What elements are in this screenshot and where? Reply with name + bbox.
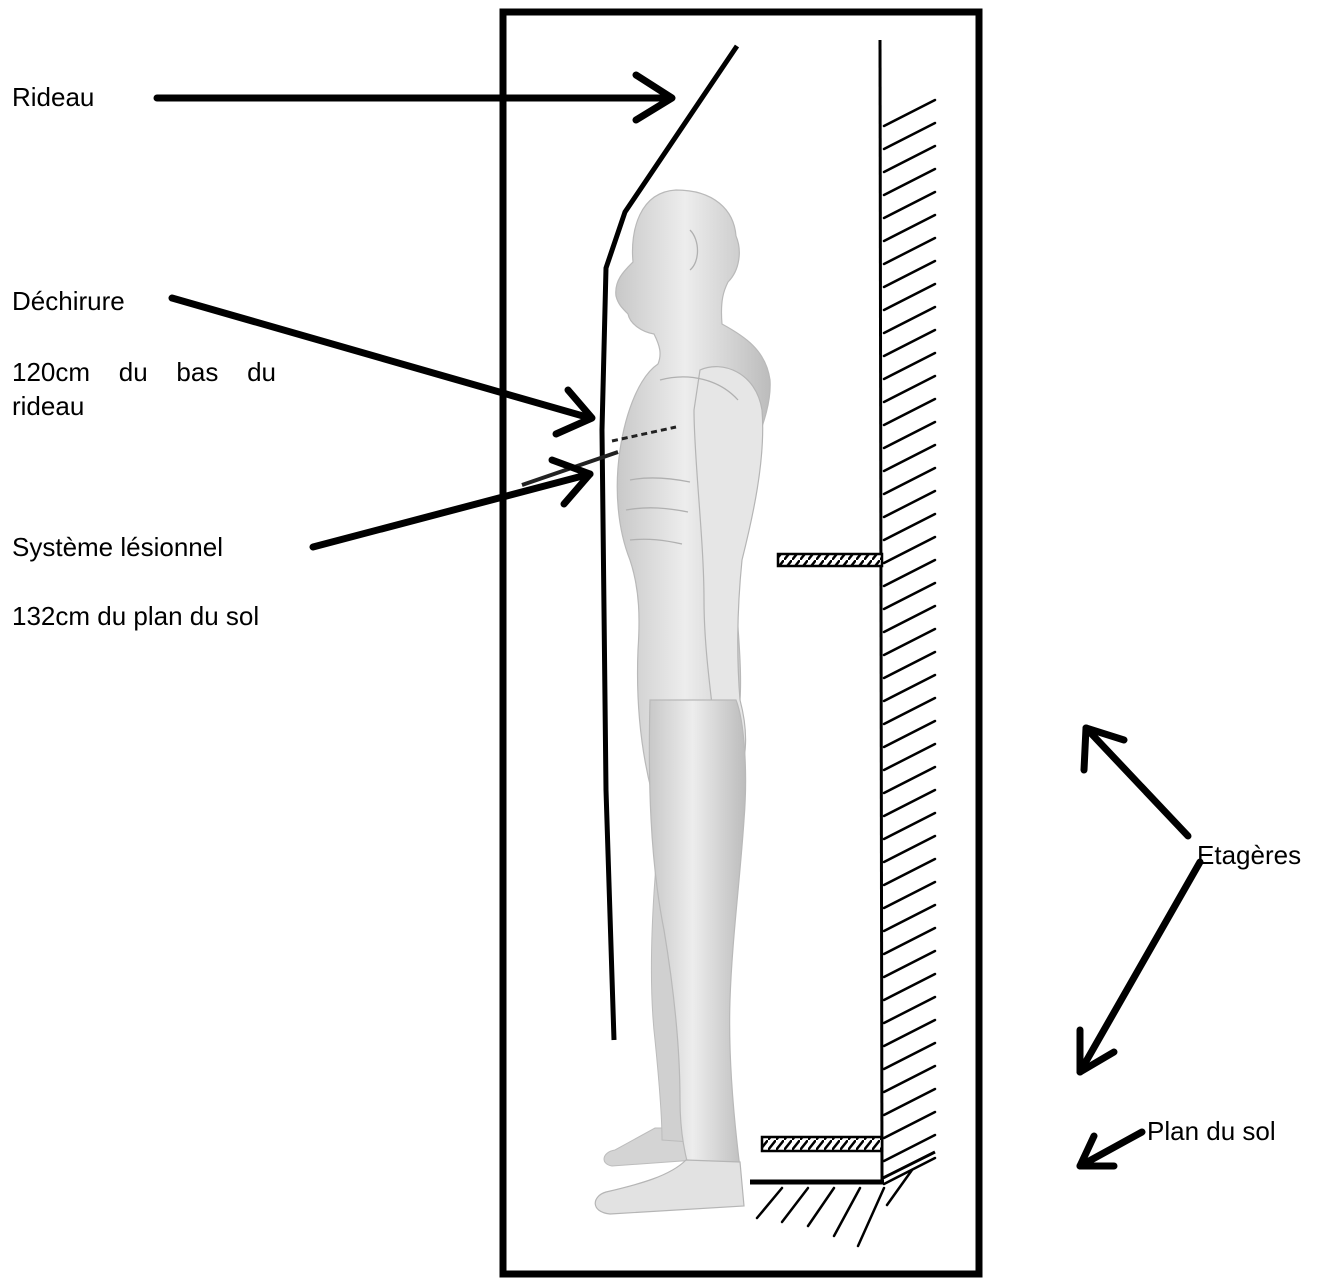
wall-hatch-mark [884,1020,935,1046]
wall-hatch-mark [884,514,935,540]
wall-hatch-mark [884,629,935,655]
wall-hatch-mark [884,951,935,977]
wall-hatch-mark [884,123,935,149]
floor [750,1152,935,1246]
wall-hatch-mark [884,583,935,609]
wall-hatch-mark [884,238,935,264]
wall-hatch-mark [884,560,935,586]
wall-hatch-mark [884,974,935,1000]
wall-hatch-mark [884,169,935,195]
arrow-etageres-down-icon [1080,862,1200,1072]
arrow-plan-du-sol-icon [1080,1132,1142,1166]
wall-hatch-mark [884,330,935,356]
wall-hatch-mark [884,744,935,770]
wall-hatch-mark [884,882,935,908]
shelf-upper [778,554,882,566]
wall-hatch-mark [884,445,935,471]
arrow-rideau-icon [157,75,672,120]
shelf-lower [762,1137,882,1151]
wall-hatch-mark [884,146,935,172]
wall-hatch-mark [884,468,935,494]
wall-hatch-mark [884,767,935,793]
wall-hatch-mark [884,353,935,379]
arrow-dechirure-icon [172,298,592,434]
wall-hatch-mark [884,675,935,701]
wall-hatch-mark [884,606,935,632]
wall-hatch-mark [884,399,935,425]
wall-hatch-mark [884,1066,935,1092]
wall-hatch-mark [884,652,935,678]
wall-hatch-mark [884,261,935,287]
wall-hatch-mark [884,1158,935,1184]
wall-hatch-mark [884,376,935,402]
wall-hatch-mark [884,1089,935,1115]
wall-hatch-mark [884,928,935,954]
wall-hatch-mark [884,537,935,563]
wall-hatch-mark [884,836,935,862]
wall-hatch-mark [884,284,935,310]
wall-hatch-mark [884,1043,935,1069]
wall-hatch-mark [884,721,935,747]
wall [880,40,935,1184]
wall-hatch-mark [884,698,935,724]
wall-hatch-mark [884,997,935,1023]
arrow-etageres-up-icon [1084,728,1188,836]
human-figure [595,190,770,1214]
arrow-systeme-icon [313,460,590,547]
wall-hatch-mark [884,192,935,218]
wall-hatch-mark [884,215,935,241]
wall-hatch-mark [884,859,935,885]
wall-hatch-mark [884,1112,935,1138]
wall-hatch-mark [884,905,935,931]
wall-hatch-mark [884,813,935,839]
wall-hatch-mark [884,307,935,333]
wall-hatch-mark [884,100,935,126]
wall-hatch-mark [884,422,935,448]
wall-hatch-mark [884,491,935,517]
wall-hatch-mark [884,790,935,816]
